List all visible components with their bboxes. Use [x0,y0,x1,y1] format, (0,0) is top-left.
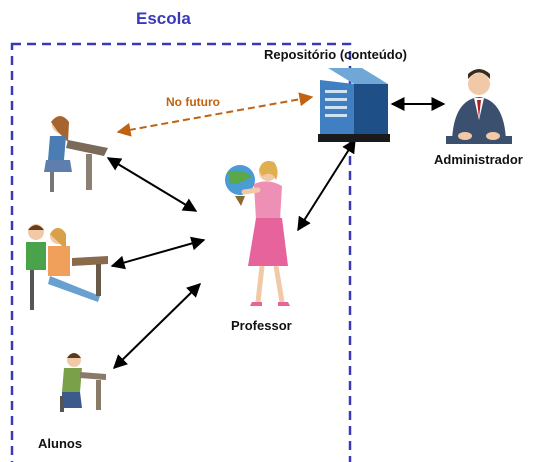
repository-label: Repositório (conteúdo) [264,47,407,62]
school-title: Escola [136,9,191,28]
server-icon [318,68,390,142]
student-icon-1 [44,116,108,192]
arrow-teacher-repository [297,138,356,232]
future-link-label: No futuro [166,95,220,109]
students-label: Alunos [38,436,83,451]
arrow-student3-teacher [112,283,202,369]
administrator-icon [446,69,512,144]
student-icon-3 [60,353,106,412]
arrow-student2-teacher [110,236,206,270]
arrow-student1-teacher [106,157,198,212]
student-icon-2 [26,224,108,310]
teacher-icon [225,161,290,306]
teacher-label: Professor [231,318,292,333]
school-boundary [10,42,352,462]
administrator-label: Administrador [434,152,523,167]
